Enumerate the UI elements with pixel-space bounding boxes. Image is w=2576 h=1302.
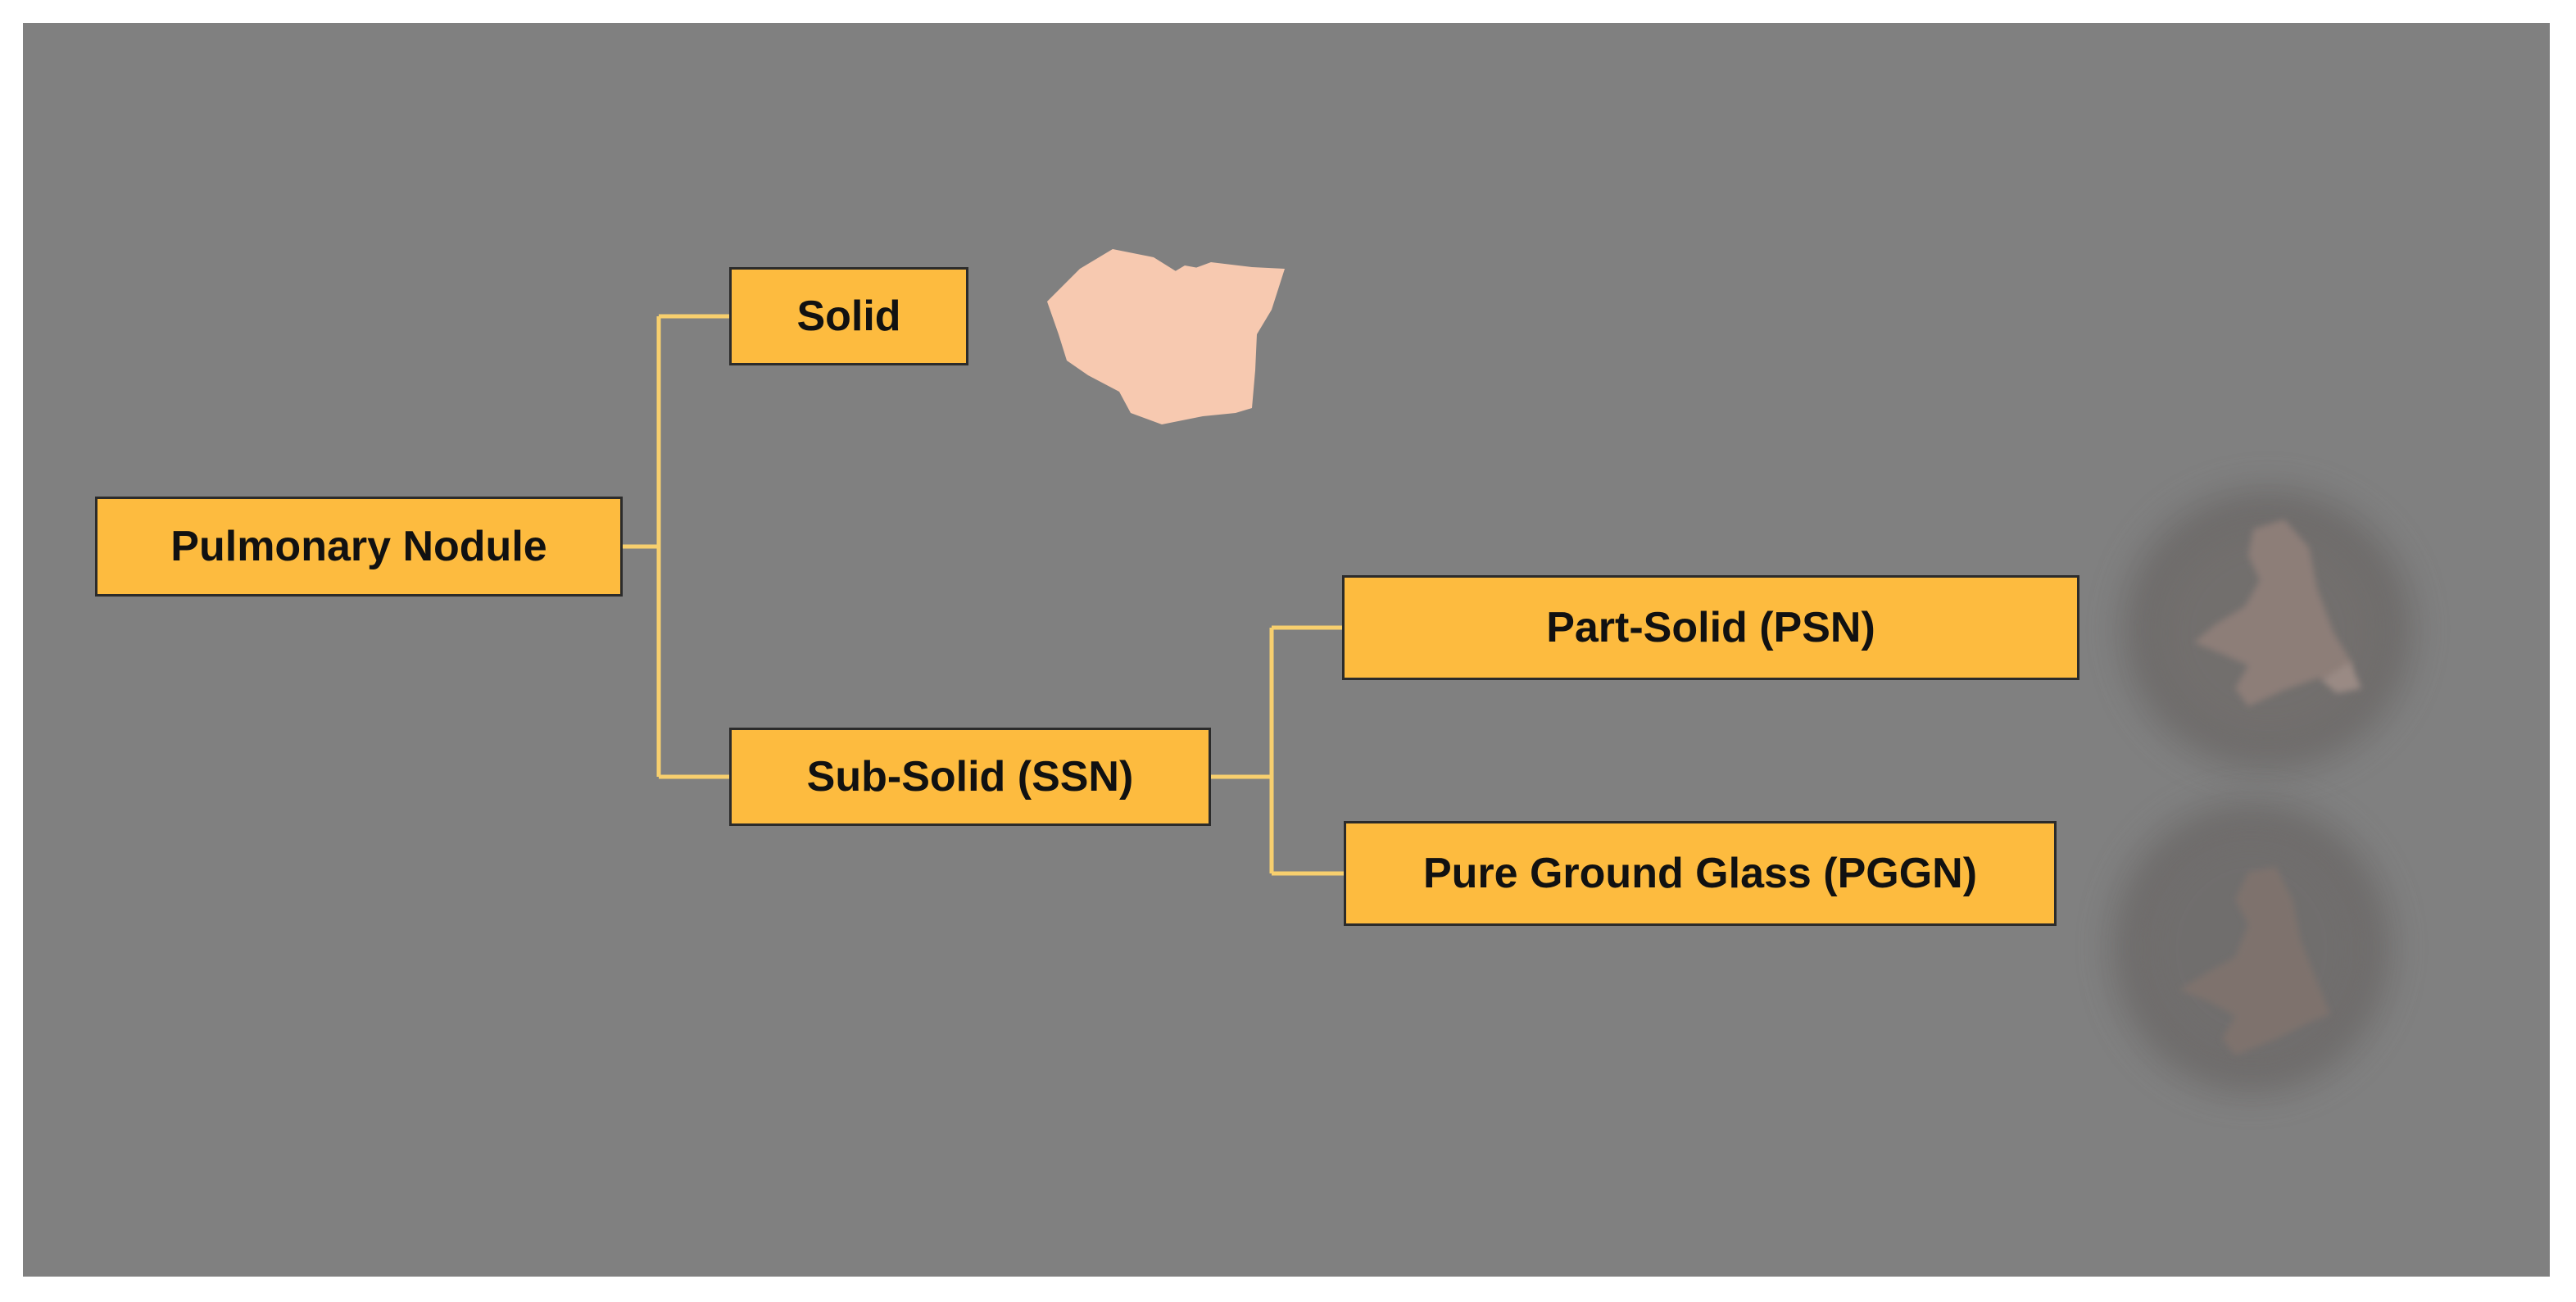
node-sub-solid-label: Sub-Solid (SSN) [806, 753, 1134, 801]
node-pulmonary-nodule-label: Pulmonary Nodule [170, 523, 547, 570]
node-pure-ground-glass: Pure Ground Glass (PGGN) [1344, 821, 2057, 926]
node-solid: Solid [729, 267, 968, 365]
node-pure-ground-glass-label: Pure Ground Glass (PGGN) [1422, 850, 1978, 897]
node-solid-label: Solid [796, 293, 901, 340]
node-part-solid-label: Part-Solid (PSN) [1546, 604, 1875, 651]
node-sub-solid: Sub-Solid (SSN) [729, 728, 1211, 826]
node-pulmonary-nodule: Pulmonary Nodule [95, 497, 623, 597]
diagram-canvas: Pulmonary Nodule Solid Sub-Solid (SSN) P… [23, 23, 2550, 1277]
tree-connectors [623, 314, 1344, 876]
node-part-solid: Part-Solid (PSN) [1342, 575, 2079, 680]
